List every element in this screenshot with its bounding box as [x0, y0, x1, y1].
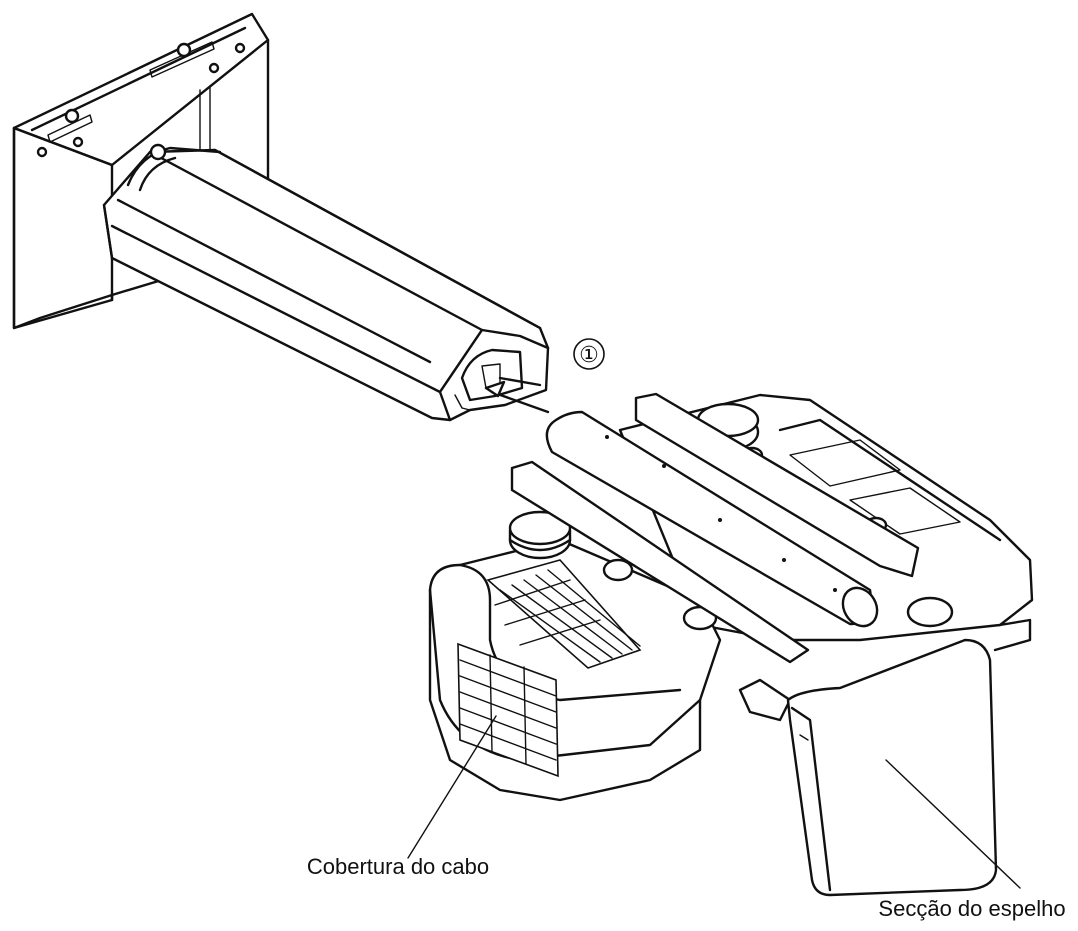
label-cable-cover: Cobertura do cabo — [307, 715, 497, 879]
mirror-section-label: Secção do espelho — [878, 896, 1065, 921]
projector — [428, 392, 1034, 897]
adjust-knob-left — [508, 510, 572, 560]
step-number: ① — [579, 343, 599, 368]
cable-cover-label: Cobertura do cabo — [307, 854, 489, 879]
insert-direction-arrow — [484, 376, 550, 414]
extension-arm — [102, 143, 550, 422]
step-marker: ① — [573, 338, 605, 370]
mirror-section — [786, 638, 998, 897]
label-mirror-section: Secção do espelho — [878, 759, 1066, 921]
